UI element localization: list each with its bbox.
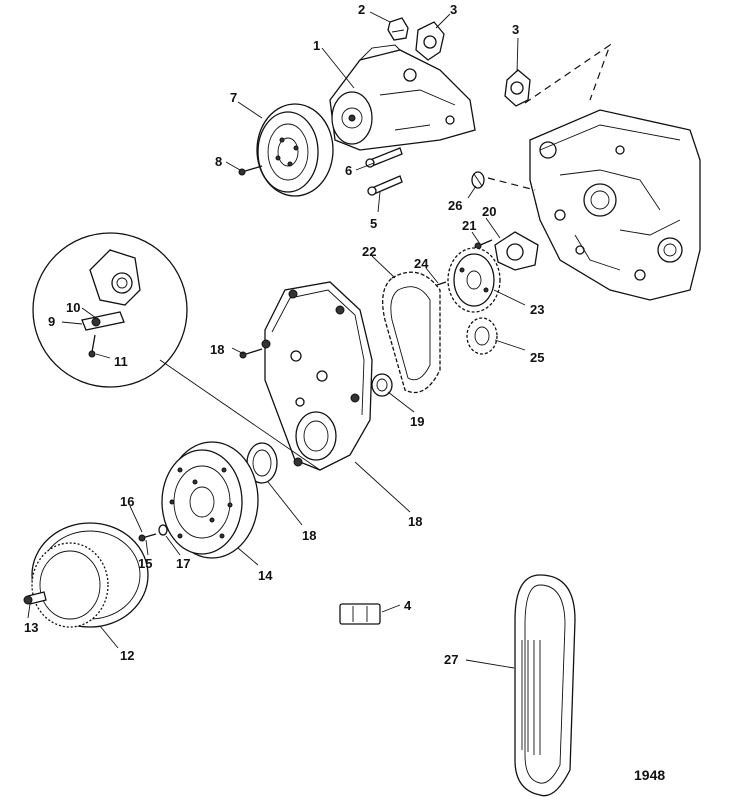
timing-cover — [261, 281, 373, 471]
figure-number: 1948 — [634, 767, 665, 783]
callout-18b: 18 — [302, 528, 316, 543]
callout-27: 27 — [444, 652, 458, 667]
pump-gasket — [415, 21, 445, 61]
leader-lines — [27, 11, 526, 669]
harmonic-balancer — [161, 441, 259, 559]
cam-sprocket — [447, 247, 501, 313]
callout-1: 1 — [313, 38, 320, 53]
alignment-line-gasket — [524, 43, 612, 104]
crank-seal — [246, 442, 278, 484]
balancer-bolt — [138, 524, 168, 542]
callout-16: 16 — [120, 494, 134, 509]
water-pump — [329, 44, 476, 151]
drive-belt — [514, 574, 576, 797]
callout-4: 4 — [404, 598, 412, 613]
crank-sprocket — [466, 317, 498, 355]
callout-10: 10 — [66, 300, 80, 315]
callout-13: 13 — [24, 620, 38, 635]
crank-pulley — [31, 522, 149, 628]
block-plug — [471, 171, 485, 189]
callout-19: 19 — [410, 414, 424, 429]
callout-9: 9 — [48, 314, 55, 329]
callout-18: 18 — [210, 342, 224, 357]
callout-3b: 3 — [512, 22, 519, 37]
washer — [371, 373, 393, 397]
callout-15: 15 — [138, 556, 152, 571]
callout-18c: 18 — [408, 514, 422, 529]
dowel-pin — [436, 281, 447, 286]
callouts: 1 2 3 3 4 5 6 7 8 9 10 11 12 13 14 15 16… — [24, 2, 665, 783]
sprocket-gasket — [494, 231, 539, 271]
callout-22: 22 — [362, 244, 376, 259]
callout-8: 8 — [215, 154, 222, 169]
callout-17: 17 — [176, 556, 190, 571]
callout-12: 12 — [120, 648, 134, 663]
callout-21: 21 — [462, 218, 476, 233]
callout-26: 26 — [448, 198, 462, 213]
engine-block — [529, 109, 701, 301]
sprocket-bolt — [474, 239, 493, 250]
cover-bolt — [239, 348, 263, 359]
callout-6: 6 — [345, 163, 352, 178]
item-4-block — [339, 603, 381, 625]
alignment-line-plug — [487, 177, 536, 191]
pump-pulley — [256, 103, 334, 197]
timing-chain — [382, 271, 441, 394]
callout-3: 3 — [450, 2, 457, 17]
pump-bolts — [365, 147, 403, 196]
callout-20: 20 — [482, 204, 496, 219]
pulley-bolt-13 — [23, 591, 47, 605]
callout-24: 24 — [414, 256, 429, 271]
sensor-detail-inset — [32, 232, 321, 471]
callout-14: 14 — [258, 568, 273, 583]
callout-11: 11 — [114, 354, 128, 369]
pulley-bolt — [238, 165, 263, 176]
callout-5: 5 — [370, 216, 377, 231]
callout-25: 25 — [530, 350, 544, 365]
callout-7: 7 — [230, 90, 237, 105]
callout-23: 23 — [530, 302, 544, 317]
callout-2: 2 — [358, 2, 365, 17]
block-gasket — [504, 69, 531, 107]
plug — [387, 17, 409, 41]
